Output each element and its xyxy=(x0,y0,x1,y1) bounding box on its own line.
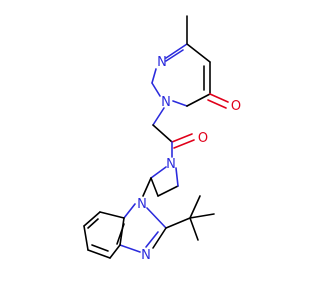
tbu-stem xyxy=(165,217,191,229)
az-c3-c4 xyxy=(157,185,179,197)
bz-4-inner xyxy=(91,244,109,252)
bz-2-inner xyxy=(87,218,99,229)
az-c4-n xyxy=(175,167,179,187)
bz-6-inner xyxy=(116,223,125,245)
amide-co-bond-b xyxy=(173,139,195,149)
azetidine-ring xyxy=(150,166,179,197)
benzene-ring xyxy=(83,211,125,259)
atom-o-amide: O xyxy=(198,131,208,146)
im-n1-c7a xyxy=(123,203,136,219)
c-o-ring-bond-a xyxy=(209,93,229,103)
c4-c5-bond xyxy=(186,93,211,107)
tbu-methyl-1 xyxy=(189,195,201,219)
atom-n-benzimidazole-3: N xyxy=(141,248,151,263)
tert-butyl-group xyxy=(165,195,215,241)
im-c2-n3 xyxy=(152,227,167,249)
bz-5 xyxy=(109,244,121,259)
im-c2-n3-inner xyxy=(145,231,159,248)
n1-c2-bond xyxy=(151,68,157,84)
ring-bond-top xyxy=(186,43,211,63)
az-n-c2 xyxy=(150,166,167,179)
c6-n1-bond xyxy=(165,43,188,59)
n3-ch2-bond xyxy=(152,107,165,126)
molecule-structure-diagram: N N O O N N N xyxy=(83,15,241,263)
c6-n1-bond-inner xyxy=(165,49,184,62)
atom-n-pyrimidine-ring: N xyxy=(161,95,171,110)
tbu-methyl-2 xyxy=(189,213,215,219)
tbu-methyl-3 xyxy=(189,217,199,241)
atom-n-pyrimidine-top: N xyxy=(157,55,167,70)
ch2-carbonyl-bond xyxy=(152,124,173,143)
amide-co-bond-a xyxy=(171,133,193,143)
bz-3 xyxy=(83,225,89,251)
atom-n-azetidine: N xyxy=(166,157,176,172)
pyrimidinone-carbonyl xyxy=(186,93,229,109)
bz-4 xyxy=(87,249,111,259)
az-to-bzim-bond xyxy=(142,177,152,197)
molecule-svg: N N O O N N N xyxy=(83,15,241,263)
n3-c4-bond xyxy=(172,100,188,107)
c2-n3-bond xyxy=(151,82,161,97)
bz-2 xyxy=(83,211,101,227)
atom-n-benzimidazole-1: N xyxy=(137,197,147,212)
im-n1-c2 xyxy=(146,207,167,229)
im-n3-c3a xyxy=(119,244,141,253)
atom-o-ketone: O xyxy=(231,99,241,114)
bz-1 xyxy=(99,211,125,219)
az-c2-c3 xyxy=(150,177,159,197)
c-o-ring-bond-b xyxy=(207,99,227,109)
